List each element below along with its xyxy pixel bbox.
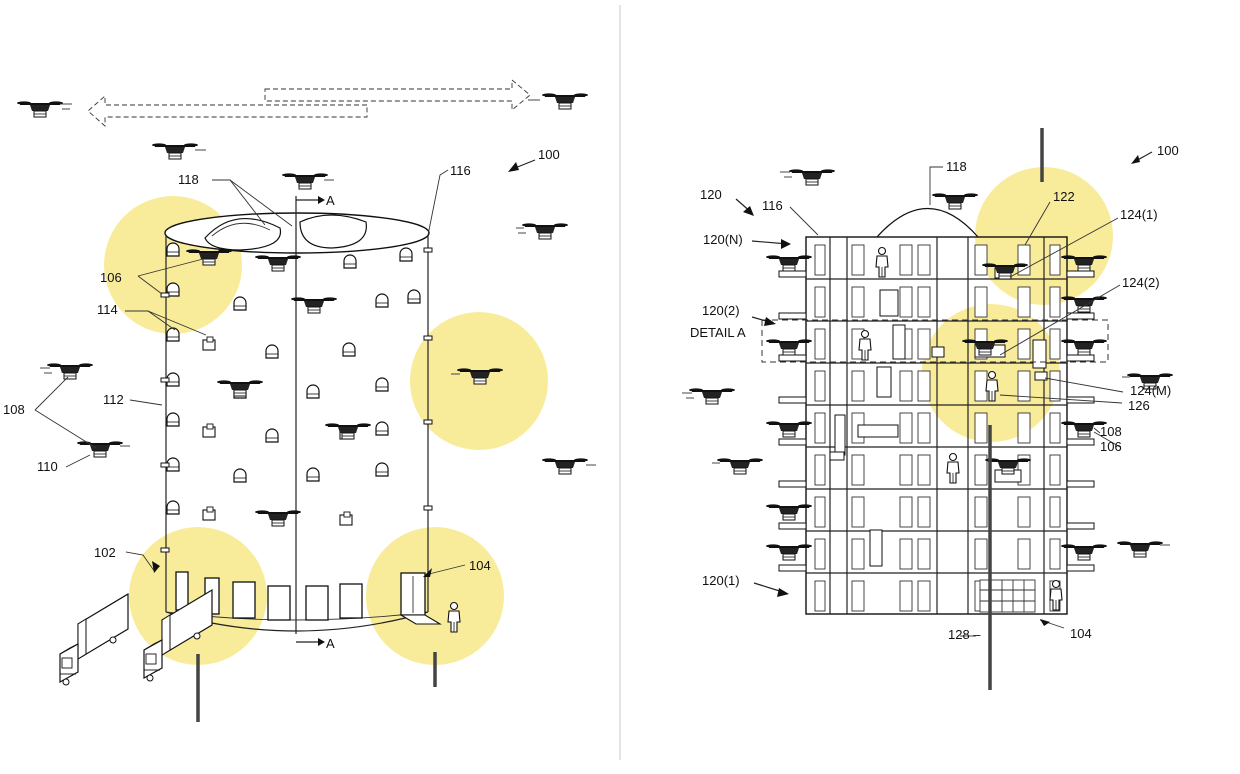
section-marker-bottom: A: [326, 636, 335, 651]
drone-icon: [281, 172, 329, 190]
drone-icon: [716, 457, 764, 475]
drone-icon: [254, 509, 302, 527]
ref-100: 100: [1157, 143, 1179, 158]
drone-icon: [541, 92, 589, 110]
drone-icon: [216, 379, 264, 397]
detail-a-label: DETAIL A: [690, 325, 746, 340]
drone-icon: [521, 222, 569, 240]
ref-124-2: 124(2): [1122, 275, 1160, 290]
ref-102: 102: [94, 545, 116, 560]
highlight-circle: [366, 527, 504, 665]
ref-116: 116: [762, 198, 783, 213]
left-figure: 100 116 118 A 106 114 112 108 110 102 10…: [3, 79, 596, 722]
person-icon: [946, 452, 960, 484]
ref-116: 116: [450, 163, 471, 178]
ref-120-1: 120(1): [702, 573, 740, 588]
drone-icon: [765, 543, 813, 561]
section-marker-top: A: [326, 193, 335, 208]
drone-icon: [16, 100, 64, 118]
drone-icon: [788, 168, 836, 186]
ref-108: 108: [3, 402, 25, 417]
drone-icon: [151, 142, 199, 160]
drone-icon: [541, 457, 589, 475]
ref-120: 120: [700, 187, 722, 202]
ref-106: 106: [100, 270, 122, 285]
drone-icon: [324, 422, 372, 440]
ref-124-m: 124(M): [1130, 383, 1171, 398]
detail-a-box: [761, 319, 1109, 363]
person-icon: [875, 246, 889, 278]
ref-112: 112: [103, 392, 124, 407]
ref-106: 106: [1100, 439, 1122, 454]
drone-icon: [1116, 540, 1164, 558]
ref-118: 118: [946, 159, 967, 174]
ref-120-2: 120(2): [702, 303, 740, 318]
ref-118: 118: [178, 172, 199, 187]
delivery-truck: [59, 593, 129, 686]
ref-128: 128 –: [948, 627, 981, 642]
ref-122: 122: [1053, 189, 1075, 204]
ref-124-1: 124(1): [1120, 207, 1158, 222]
drone-icon: [688, 387, 736, 405]
drone-icon: [1060, 543, 1108, 561]
drone-icon: [76, 440, 124, 458]
ref-100: 100: [538, 147, 560, 162]
ref-108: 108: [1100, 424, 1122, 439]
ref-104: 104: [1070, 626, 1092, 641]
drone-icon: [765, 338, 813, 356]
ref-120-n: 120(N): [703, 232, 743, 247]
drone-icon: [765, 503, 813, 521]
drone-icon: [1060, 338, 1108, 356]
drone-icon: [765, 420, 813, 438]
drone-icon: [1060, 295, 1108, 313]
drone-icon: [254, 254, 302, 272]
drone-icon: [46, 362, 94, 380]
ref-110: 110: [37, 459, 58, 474]
ref-126: 126: [1128, 398, 1150, 413]
ref-114: 114: [97, 302, 118, 317]
tower-fulfillment-center: [160, 196, 442, 646]
right-figure: 100 118 120 116 122 124(1) 120(N) 124(2)…: [682, 128, 1179, 690]
ref-104: 104: [469, 558, 491, 573]
drone-icon: [290, 296, 338, 314]
flight-arrow-left: [87, 95, 368, 127]
drone-icon: [931, 192, 979, 210]
drone-icon: [765, 254, 813, 272]
flight-arrow-right: [264, 79, 531, 111]
